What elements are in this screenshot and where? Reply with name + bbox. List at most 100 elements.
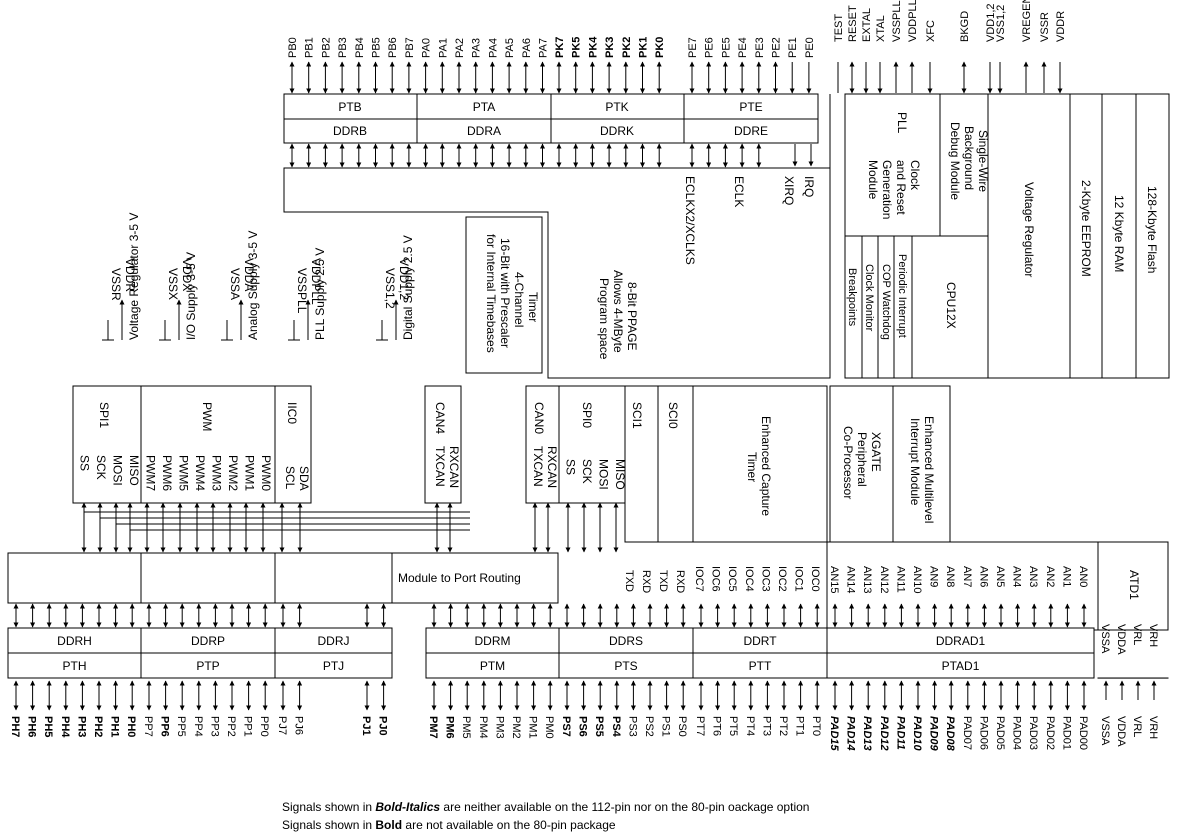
bottom-pin-pj1: PJ1 [360, 716, 372, 736]
bottom-pin-pj6: PJ6 [293, 716, 305, 735]
bottom-pin-pad05: PAD05 [994, 716, 1006, 750]
bottom-pin-pm4: PM4 [477, 716, 489, 739]
supply-vss-2: VSSA [228, 268, 242, 300]
clock-reset-module [844, 93, 941, 237]
bottom-pin-ph1: PH1 [109, 716, 121, 737]
an-0: AN15 [828, 566, 840, 594]
periph-signal-scl: SCL [283, 466, 297, 490]
periodic-box [893, 235, 913, 379]
bottom-pin-ps0: PS0 [676, 716, 688, 737]
top-pin-label-pk5: PK5 [571, 37, 583, 58]
supply-title-0: Voltage Regulator 3-5 V [127, 213, 141, 340]
top-pin-label-pk1: PK1 [638, 37, 650, 58]
ptj-label: PTJ [323, 659, 344, 673]
periph-signal-mosi: MOSI [111, 455, 125, 486]
bottom-pin-ps6: PS6 [577, 716, 589, 737]
routing-lines [81, 502, 619, 553]
periph-signal-rxcan: RXCAN [447, 446, 461, 488]
bottom-pin-ph6: PH6 [26, 716, 38, 737]
top-pin-label-pe4: PE4 [737, 37, 749, 58]
bottom-pin-pp5: PP5 [175, 716, 187, 737]
bottom-pin-pad08: PAD08 [944, 716, 956, 752]
ddrad1-label: DDRAD1 [936, 634, 986, 648]
bdm-line-2: Background [962, 126, 976, 190]
pta-label: PTA [473, 100, 495, 114]
bottom-pin-pad01: PAD01 [1060, 716, 1072, 750]
timer-line-3: 16-Bit with Prescaler [498, 238, 512, 348]
clock-monitor-label: Clock Monitor [863, 264, 875, 332]
ddrb-register [283, 118, 418, 144]
bottom-pin-pad15: PAD15 [828, 716, 840, 752]
bottom-pin-pt1: PT1 [794, 716, 806, 736]
pts-label: PTS [614, 659, 637, 673]
periph-name-iic0: IIC0 [285, 402, 299, 424]
an-9: AN6 [977, 566, 989, 587]
an-4: AN11 [894, 566, 906, 593]
top-pin-label-pb4: PB4 [354, 37, 366, 58]
supply-vss-1: VSSX [166, 268, 180, 300]
port-e-signal-0: ECLKX2/XCLKS [683, 176, 697, 265]
bottom-pin-pm2: PM2 [510, 716, 522, 739]
top-signal-9: VSS1,2 [995, 5, 1007, 42]
ptad1-label: PTAD1 [942, 659, 980, 673]
bottom-pin-pm1: PM1 [527, 716, 539, 739]
bottom-pin-pm0: PM0 [543, 716, 555, 739]
pte-label: PTE [739, 100, 762, 114]
bottom-pin-ph2: PH2 [92, 716, 104, 737]
ddrk-label: DDRK [600, 124, 634, 138]
bottom-pin-pp7: PP7 [142, 716, 154, 737]
bottom-pin-pp2: PP2 [225, 716, 237, 737]
ptp-label: PTP [196, 659, 219, 673]
top-pin-label-pe7: PE7 [687, 37, 699, 58]
an-12: AN3 [1027, 566, 1039, 587]
an-8: AN7 [961, 566, 973, 587]
port-e-register [683, 93, 819, 120]
an-2: AN13 [861, 566, 873, 594]
spi0-module [558, 385, 626, 504]
ect-line-2: Timer [745, 452, 759, 482]
atd-ref-pin-3: VRH [1147, 716, 1159, 739]
eeprom-label: 2-Kbyte EEPROM [1079, 180, 1093, 277]
port-e-signal-3: IRQ [802, 176, 816, 197]
top-pin-label-pk3: PK3 [604, 37, 616, 58]
legend-line-1: Signals shown in Bold-Italics are neithe… [282, 800, 809, 815]
port-e-signal-1: ECLK [732, 176, 746, 207]
breakpoints-label: Breakpoints [846, 268, 858, 327]
ddrp-label: DDRP [191, 634, 225, 648]
bottom-pin-pad03: PAD03 [1027, 716, 1039, 750]
ect-line-1: Enhanced Capture [759, 416, 773, 516]
ppage-line-3: Program space [597, 278, 611, 360]
pwm-module [140, 385, 276, 504]
legend-2-prefix: Signals shown in [282, 818, 376, 832]
top-signal-11: VSSR [1039, 12, 1051, 42]
pth-box [7, 652, 142, 679]
bottom-pin-pt5: PT5 [727, 716, 739, 736]
supply-vss-3: VSSPLL [295, 268, 309, 314]
ioc-2: IOC5 [726, 566, 738, 592]
bdm-line-1: Single-Wire [976, 130, 990, 192]
bottom-pin-ph0: PH0 [125, 716, 137, 737]
bottom-pin-pm3: PM3 [493, 716, 505, 739]
ddrs-label: DDRS [609, 634, 643, 648]
bottom-pin-pp4: PP4 [192, 716, 204, 737]
bdm-line-3: Debug Module [948, 122, 962, 200]
ram-module [1101, 93, 1137, 379]
atd-ref-2: VRL [1131, 624, 1143, 645]
atd-ref-3: VRH [1147, 624, 1159, 647]
bottom-port-registers: DDRHPTHDDRPPTPDDRJPTJDDRMPTMDDRSPTSDDRTP… [7, 627, 1095, 679]
routing-block [391, 552, 559, 604]
legend-2-suffix: are not available on the 80-pin package [402, 818, 616, 832]
bottom-pin-ph3: PH3 [75, 716, 87, 737]
interrupt-line-1: Enhanced Multilevel [922, 416, 936, 523]
bottom-pin-pt7: PT7 [694, 716, 706, 736]
bottom-pin-pj0: PJ0 [377, 716, 389, 736]
bottom-pin-ps5: PS5 [593, 716, 605, 737]
supply-title-4: Digital Supply 2.5 V [401, 235, 415, 340]
bottom-pin-ph4: PH4 [59, 716, 71, 738]
ppage-line-2: Allows 4-MByte [611, 270, 625, 353]
bottom-pin-pm7: PM7 [427, 716, 439, 739]
periph-name-pwm: PWM [200, 402, 214, 431]
bottom-pin-ph5: PH5 [42, 716, 54, 737]
